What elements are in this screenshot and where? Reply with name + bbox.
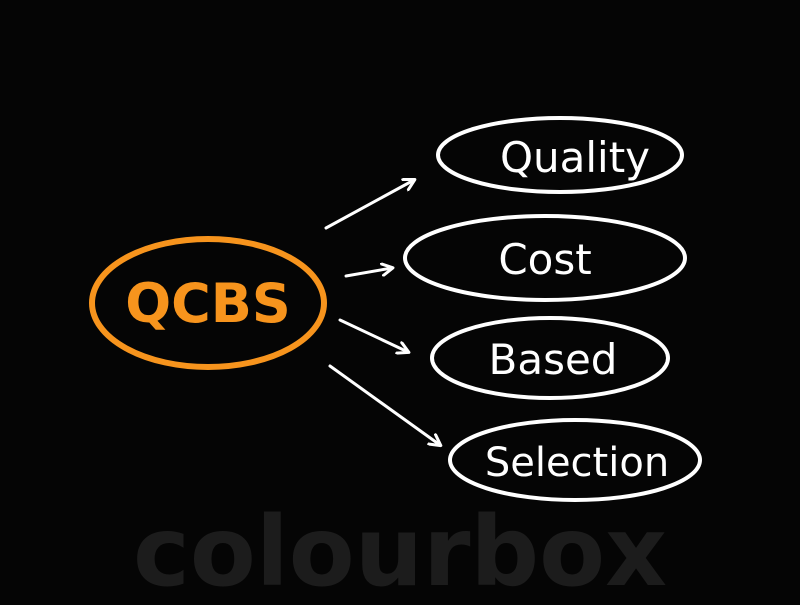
arrow-quality (324, 180, 414, 230)
term-label: Quality (500, 133, 650, 182)
term-label: Cost (498, 235, 591, 284)
term-ellipse (436, 116, 684, 194)
term-based: Based (430, 316, 670, 400)
arrow-based (338, 318, 408, 352)
center-node: QCBS (89, 236, 327, 370)
watermark: colourbox (133, 496, 667, 605)
arrow-cost (344, 268, 392, 278)
term-cost: Cost (403, 214, 687, 302)
term-ellipse (448, 418, 702, 502)
term-ellipse (430, 316, 670, 400)
term-selection: Selection (448, 418, 702, 502)
term-label: Selection (485, 440, 669, 486)
term-quality: Quality (436, 116, 684, 194)
center-label: QCBS (125, 272, 291, 335)
center-ellipse (89, 236, 327, 370)
term-label: Based (489, 335, 618, 384)
term-ellipse (403, 214, 687, 302)
arrow-selection (328, 364, 440, 445)
